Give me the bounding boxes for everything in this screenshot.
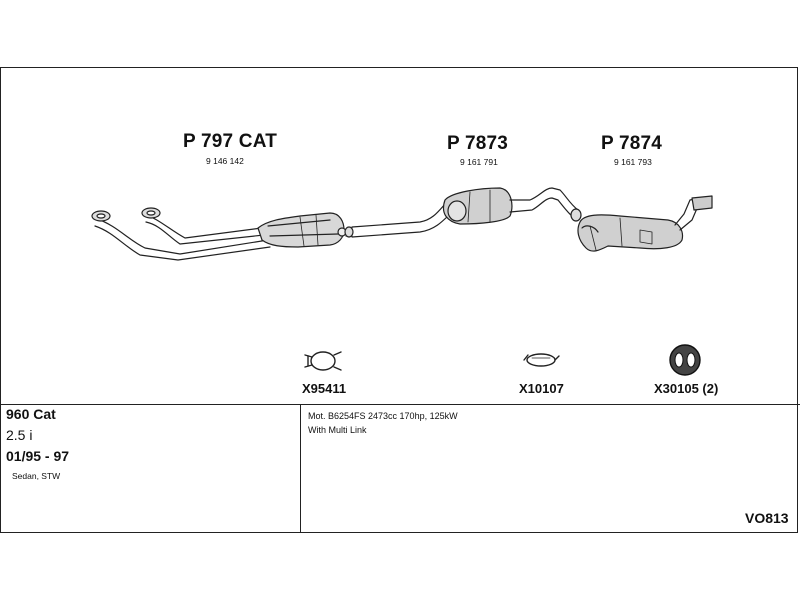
middle-silencer (442, 187, 513, 225)
accessory-code-rubber-mount: X30105 (2) (654, 381, 719, 396)
accessory-code-gasket: X10107 (519, 381, 564, 396)
suspension-note: With Multi Link (308, 425, 367, 435)
accessory-code-clamp: X95411 (302, 381, 347, 396)
oem-number-catalyst: 9 146 142 (206, 156, 244, 166)
vehicle-years: 01/95 - 97 (6, 448, 70, 464)
vehicle-model: 960 Cat (6, 406, 56, 422)
catalytic-converter (257, 212, 347, 248)
info-divider (0, 404, 800, 405)
clamp-icon (304, 351, 342, 371)
front-downpipe (91, 207, 271, 261)
vehicle-engine: 2.5 i (6, 427, 33, 443)
diagram-frame (0, 67, 798, 533)
rear-connecting-pipe (509, 187, 582, 222)
info-column-divider (300, 404, 301, 533)
oem-number-rear-silencer: 9 161 793 (614, 157, 652, 167)
part-number-middle-silencer: P 7873 (447, 133, 509, 154)
diagram-code: VO813 (745, 510, 789, 526)
oem-number-middle-silencer: 9 161 791 (460, 157, 498, 167)
rear-silencer (577, 214, 684, 252)
gasket-icon (523, 353, 560, 367)
vehicle-body-type: Sedan, STW (12, 471, 61, 481)
engine-description: Mot. B6254FS 2473cc 170hp, 125kW (308, 411, 458, 421)
intermediate-pipe (344, 203, 451, 238)
part-number-rear-silencer: P 7874 (601, 133, 663, 154)
part-number-catalyst: P 797 CAT (183, 131, 278, 152)
rubber-mount-icon (669, 344, 701, 376)
tailpipe (674, 195, 713, 231)
